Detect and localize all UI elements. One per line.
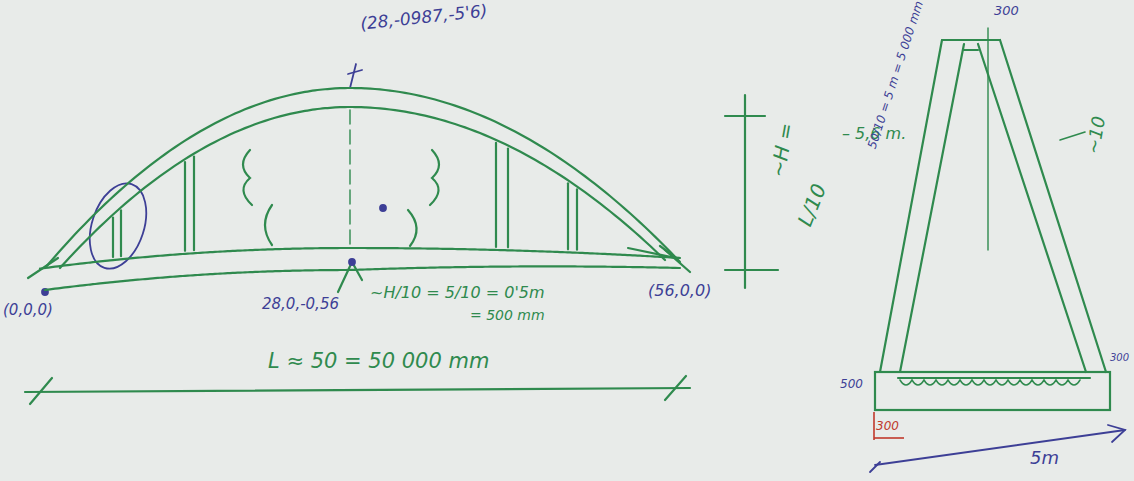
pylon-top <box>942 39 1000 41</box>
hanger <box>495 143 497 247</box>
rebar-wave <box>900 380 1080 385</box>
deck-bottom <box>45 266 680 290</box>
dimension-label: 300 <box>994 4 1019 18</box>
ink-marks <box>42 64 1125 472</box>
sketch-stroke <box>430 150 439 205</box>
hanger <box>576 189 578 249</box>
underline <box>874 437 904 439</box>
dimension-tick <box>725 115 765 117</box>
arch-lines <box>40 88 680 290</box>
arrow-tick <box>870 462 880 472</box>
angle-mark <box>1060 132 1085 140</box>
center-hanger <box>349 110 350 245</box>
dimension-label: ~10 <box>1083 115 1109 156</box>
point <box>380 205 386 211</box>
width-arrow <box>875 430 1125 465</box>
leader-line <box>350 64 356 88</box>
pylon-leg <box>1000 40 1106 372</box>
point <box>349 259 355 265</box>
hanger <box>184 162 186 251</box>
hanger <box>120 210 122 256</box>
hanger <box>507 148 509 247</box>
pylon-leg <box>978 44 1086 372</box>
dimension-label: 300 <box>1110 352 1129 363</box>
underline <box>873 412 875 440</box>
dimension-label: ~H/10 = 5/10 = 0'5m <box>370 284 545 302</box>
sketch-stroke <box>243 150 252 205</box>
deck-section <box>875 372 1110 410</box>
deck-line <box>898 377 1090 379</box>
leader-tick <box>348 70 362 74</box>
dimension-tick <box>665 376 686 400</box>
dimension-line <box>744 95 746 288</box>
coordinate-label: 28,0,-0,56 <box>262 296 339 313</box>
arch-outer <box>45 88 680 268</box>
dimension-label: L/10 <box>794 181 831 229</box>
arch-inner <box>60 107 665 268</box>
dimension-tick <box>725 269 778 271</box>
sketch-stroke <box>408 210 417 246</box>
pylon-top <box>964 49 978 51</box>
dimension-tick <box>30 378 52 404</box>
arrow-head <box>1108 425 1125 442</box>
coordinate-label: (28,-0987,-5'6) <box>359 1 488 33</box>
pylon-leg <box>900 44 964 372</box>
hanger <box>567 183 569 249</box>
sketch-stroke <box>265 205 272 245</box>
red-marks <box>874 412 904 440</box>
dimension-label: L ≈ 50 = 50 000 mm <box>268 350 489 373</box>
dimension-label: ~H = <box>766 121 797 179</box>
depth-marker <box>338 262 362 292</box>
dimension-label: 500 <box>840 378 863 391</box>
coordinate-label: (56,0,0) <box>648 282 711 300</box>
dimension-label: 5m <box>1030 448 1059 468</box>
dimension-label: 300 <box>876 420 899 433</box>
hanger <box>193 157 195 251</box>
sketch-lines <box>25 28 1110 410</box>
hanger <box>112 218 114 258</box>
center-line <box>987 28 988 250</box>
coordinate-label: (0,0,0) <box>3 302 53 319</box>
dimension-label: = 500 mm <box>470 308 545 323</box>
dimension-line <box>25 388 690 392</box>
